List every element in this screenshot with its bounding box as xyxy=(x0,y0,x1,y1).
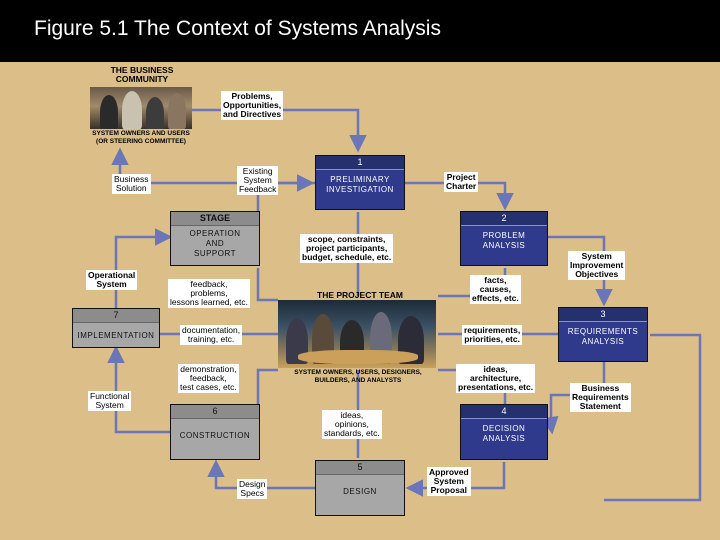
stage-number: 1 xyxy=(316,156,404,170)
label-documentation: documentation,training, etc. xyxy=(180,325,243,345)
business-community-photo xyxy=(90,87,192,129)
stage-name: RequirementsAnalysis xyxy=(567,327,639,346)
stage-number: STAGE xyxy=(171,212,259,226)
stage-decision-analysis[interactable]: 4 DecisionAnalysis xyxy=(460,404,548,460)
label-requirements-priorities: requirements,priorities, etc. xyxy=(462,325,523,345)
stage-number: 4 xyxy=(461,405,547,419)
stage-name: OperationandSupport xyxy=(189,229,241,258)
stage-operation-support[interactable]: STAGE OperationandSupport xyxy=(170,211,260,266)
stage-number: 6 xyxy=(171,405,259,419)
label-problems-opportunities: Problems,Opportunities,and Directives xyxy=(221,91,284,120)
community-caption-line1: System Owners and Users xyxy=(92,130,190,137)
label-ideas-architecture: ideas,architecture,presentations, etc. xyxy=(456,364,536,393)
connector-charter xyxy=(405,181,514,211)
team-caption-line2: Builders, and Analysts xyxy=(314,377,402,384)
stage-name: Implementation xyxy=(77,331,155,340)
stage-name: DecisionAnalysis xyxy=(482,424,526,443)
stage-number: 3 xyxy=(559,308,647,322)
community-caption-line2: (or Steering Committee) xyxy=(96,138,186,145)
stage-name: PreliminaryInvestigation xyxy=(326,175,394,194)
connector-team-construction xyxy=(256,368,278,404)
stage-construction[interactable]: 6 Construction xyxy=(170,404,260,460)
stage-preliminary-investigation[interactable]: 1 PreliminaryInvestigation xyxy=(315,155,405,210)
stage-number: 5 xyxy=(316,461,404,475)
title-bar: Figure 5.1 The Context of Systems Analys… xyxy=(0,0,720,62)
project-team-heading: THE PROJECT TEAM xyxy=(317,290,403,300)
stage-problem-analysis[interactable]: 2 ProblemAnalysis xyxy=(460,211,548,266)
connector-functional-system xyxy=(107,345,170,434)
stage-requirements-analysis[interactable]: 3 RequirementsAnalysis xyxy=(558,307,648,362)
connector-objectives xyxy=(548,235,613,307)
label-ideas-opinions: ideas,opinions,standards, etc. xyxy=(322,410,382,439)
label-scope-constraints: scope, constraints,project participants,… xyxy=(300,234,394,263)
community-heading-line1: THE BUSINESS xyxy=(110,65,174,75)
stage-name: Construction xyxy=(179,431,251,440)
connector-outer-loop xyxy=(604,333,702,502)
label-demonstration: demonstration,feedback,test cases, etc. xyxy=(178,364,239,393)
stage-name: ProblemAnalysis xyxy=(482,231,526,250)
slide-title: Figure 5.1 The Context of Systems Analys… xyxy=(34,17,441,40)
stage-name: Design xyxy=(343,487,377,496)
label-feedback-problems: feedback,problems,lessons learned, etc. xyxy=(168,279,250,308)
stage-design[interactable]: 5 Design xyxy=(315,460,405,516)
stage-number: 2 xyxy=(461,212,547,226)
community-heading: THE BUSINESS COMMUNITY xyxy=(92,66,192,84)
project-team-photo xyxy=(278,300,436,368)
connector-team-operation xyxy=(256,268,278,302)
community-heading-line2: COMMUNITY xyxy=(115,74,169,84)
team-caption-line1: System Owners, Users, Designers, xyxy=(294,369,422,376)
stage-number: 7 xyxy=(73,309,159,323)
community-caption: System Owners and Users (or Steering Com… xyxy=(82,130,200,146)
connector-design-specs xyxy=(207,459,315,490)
stage-implementation[interactable]: 7 Implementation xyxy=(72,308,160,348)
project-team-caption: System Owners, Users, Designers, Builder… xyxy=(280,369,436,385)
label-facts-causes: facts,causes,effects, etc. xyxy=(470,275,521,304)
